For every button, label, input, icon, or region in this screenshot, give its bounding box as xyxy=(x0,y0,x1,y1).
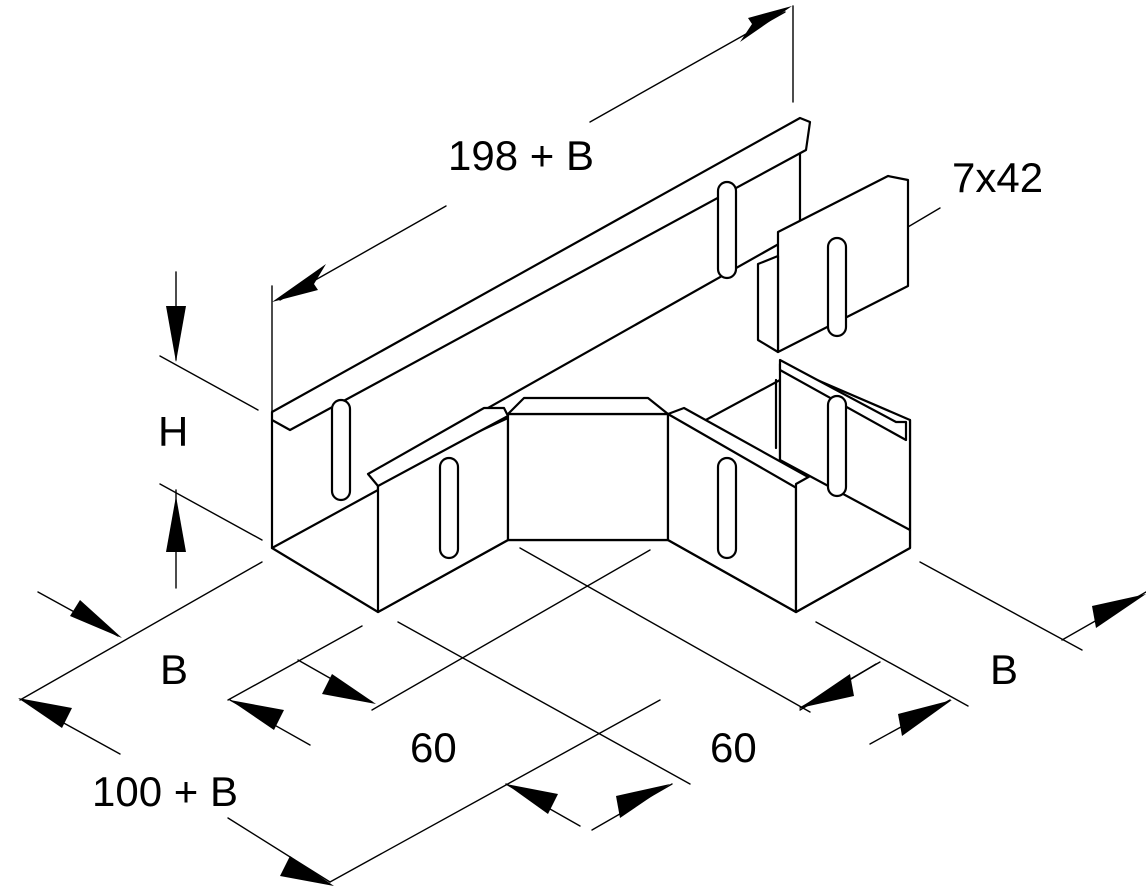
arrow-width-left xyxy=(70,600,122,638)
arrow-height-bottom xyxy=(166,496,186,552)
label-width-right: B xyxy=(990,646,1018,693)
tee-fitting xyxy=(270,116,912,614)
dimension-arrows xyxy=(18,6,1146,886)
arrow-width-right-b xyxy=(898,700,952,736)
extension-lines xyxy=(19,5,1083,785)
left-branch-flange xyxy=(366,406,510,488)
arrow-depth-left-a xyxy=(322,674,376,704)
slot-right-end xyxy=(826,394,848,498)
dimension-labels: 198 + B 7x42 H B B 60 60 100 + B xyxy=(92,132,1043,815)
back-wall-flange xyxy=(270,116,812,432)
label-length-top: 198 + B xyxy=(448,132,594,179)
label-depth-right: 60 xyxy=(710,724,757,771)
arrow-width-right-c xyxy=(1092,594,1146,628)
slot-left-branch xyxy=(438,456,460,560)
arrow-height-top xyxy=(166,306,186,362)
slot-back-left xyxy=(330,398,352,502)
center-panel-top xyxy=(506,396,670,416)
label-slot-size: 7x42 xyxy=(952,154,1043,201)
arrow-total-left-a xyxy=(18,698,72,728)
arrow-depth-right-b xyxy=(616,784,670,818)
connector-plate-flange xyxy=(756,254,780,354)
slot-right-branch xyxy=(716,456,738,560)
arrow-width-right-a xyxy=(800,674,854,708)
slot-back-right xyxy=(716,180,738,280)
slot-connector-plate xyxy=(826,236,848,338)
arrow-total-left-b xyxy=(280,856,334,886)
arrow-length-left xyxy=(272,264,326,302)
arrow-depth-left-b xyxy=(230,700,284,730)
arrow-depth-right-a xyxy=(506,784,558,814)
label-length-left: 100 + B xyxy=(92,768,238,815)
label-depth-left: 60 xyxy=(410,724,457,771)
label-width-left: B xyxy=(160,646,188,693)
label-height: H xyxy=(158,408,188,455)
center-panel xyxy=(506,412,670,542)
arrow-length-right xyxy=(740,6,792,42)
